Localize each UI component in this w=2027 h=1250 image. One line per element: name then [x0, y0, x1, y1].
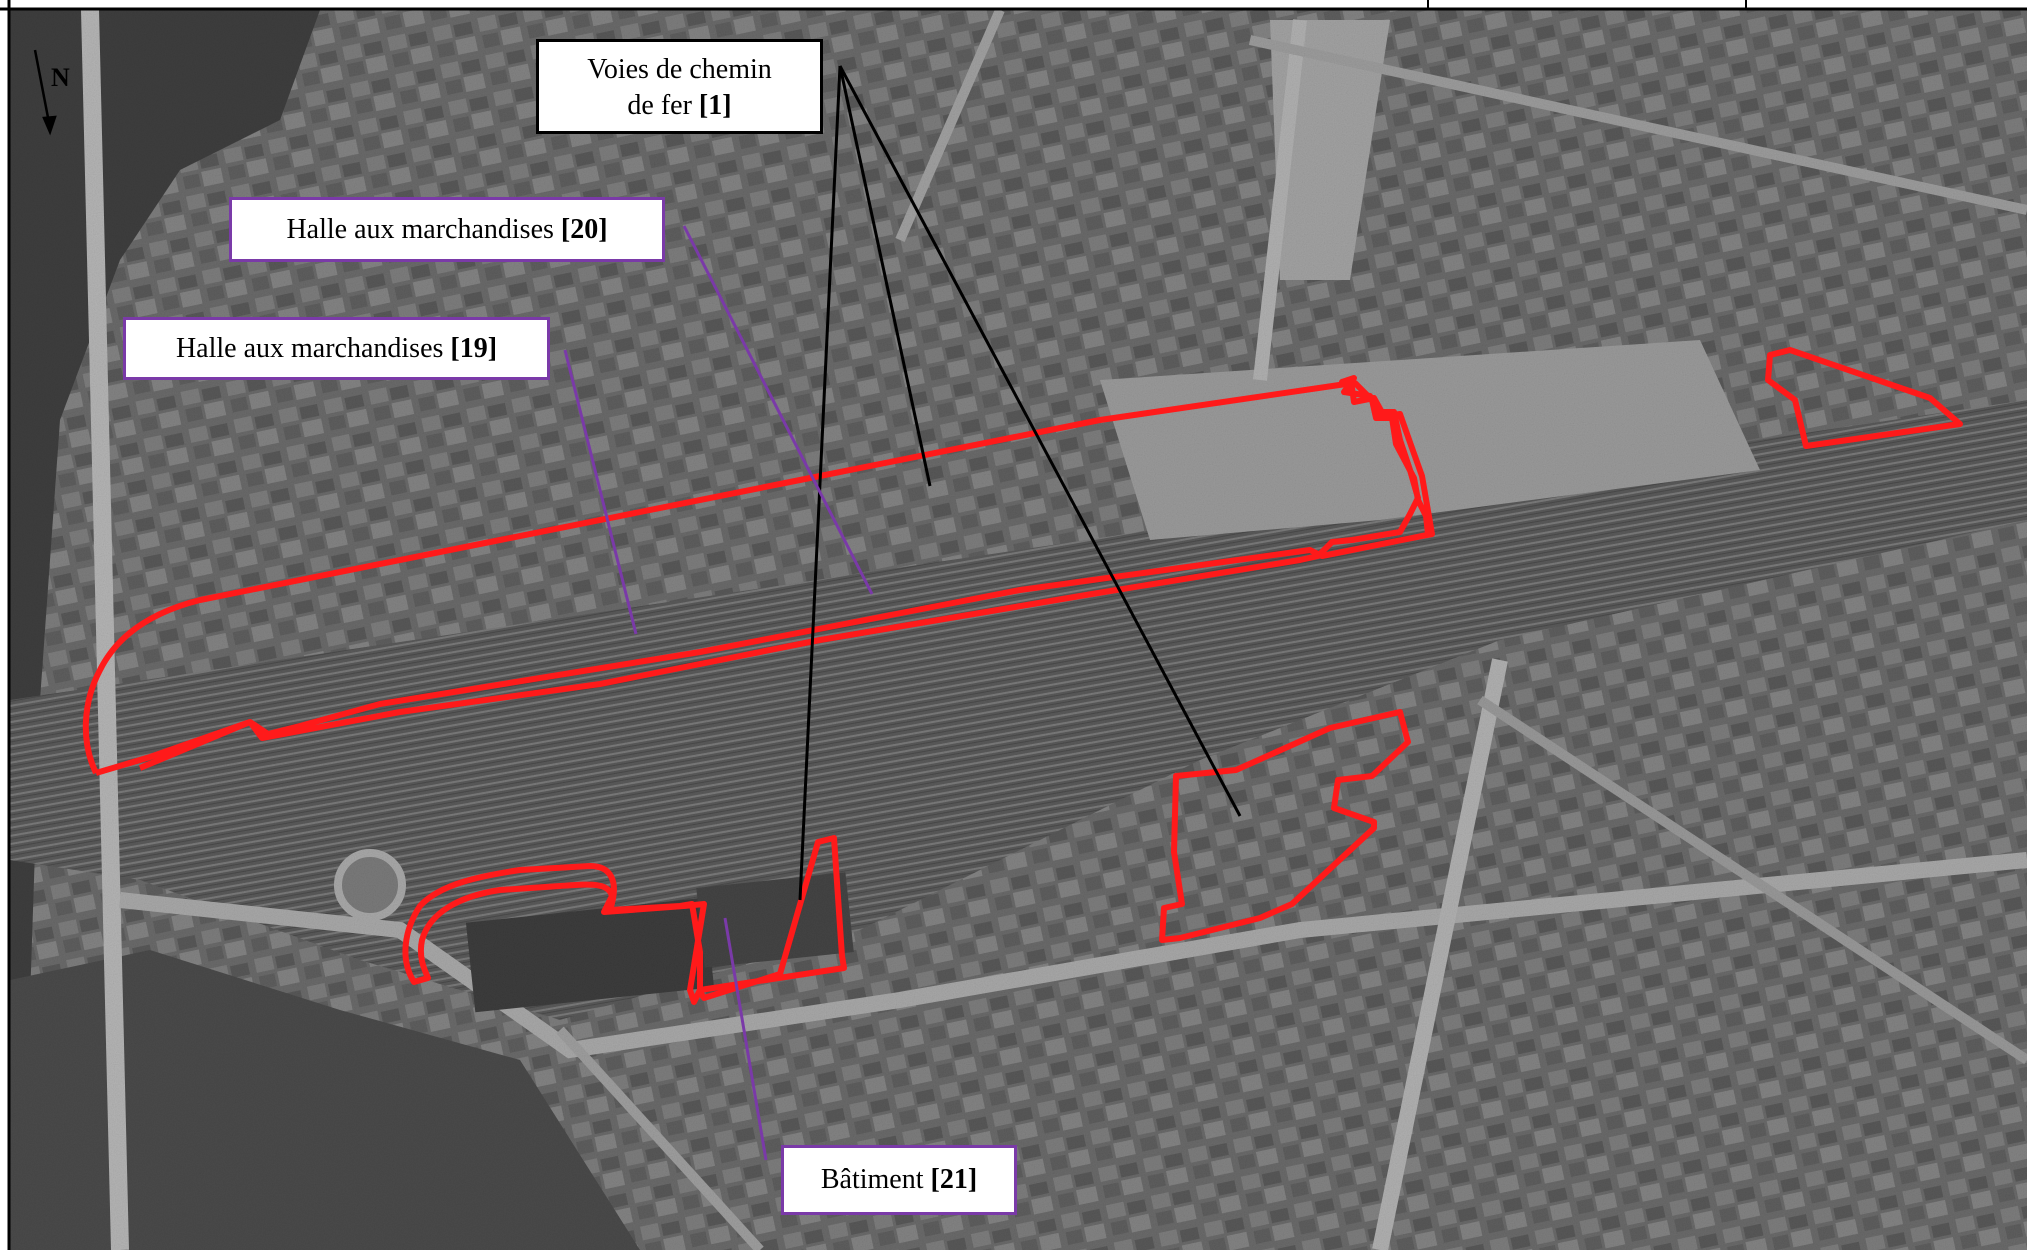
zone-south-west: [402, 835, 847, 1005]
label-halle-19-text: Halle aux marchandises: [175, 333, 451, 364]
zone-south-east: [1159, 709, 1411, 943]
leader-lines-purple: [563, 225, 874, 1161]
zone-east-triangle: [1765, 347, 1963, 449]
north-arrow-icon: [33, 49, 57, 136]
label-halle-20-text: Halle aux marchandises: [286, 214, 561, 245]
label-halle-19-ref: [19]: [450, 333, 498, 364]
north-label: N: [51, 63, 70, 92]
label-batiment-21: Bâtiment [21]: [781, 1145, 1017, 1215]
label-voies-line2-text: de fer: [627, 90, 699, 121]
label-halle-20: Halle aux marchandises [20]: [229, 197, 665, 262]
label-voies-ref: [1]: [698, 90, 732, 121]
zone-north-yard: [82, 375, 1435, 776]
leader-lines-black: [798, 65, 1242, 901]
label-halle-20-ref: [20]: [560, 214, 608, 245]
label-voies-line1: Voies de chemin: [587, 54, 772, 85]
label-voies-line2: de fer [1]: [539, 88, 820, 124]
label-batiment-21-ref: [21]: [930, 1164, 978, 1195]
zone-outlines: [82, 347, 1963, 1005]
label-voies-chemin-de-fer: Voies de chemin de fer [1]: [536, 39, 823, 134]
label-batiment-21-text: Bâtiment: [820, 1164, 931, 1195]
label-halle-19: Halle aux marchandises [19]: [123, 317, 550, 380]
